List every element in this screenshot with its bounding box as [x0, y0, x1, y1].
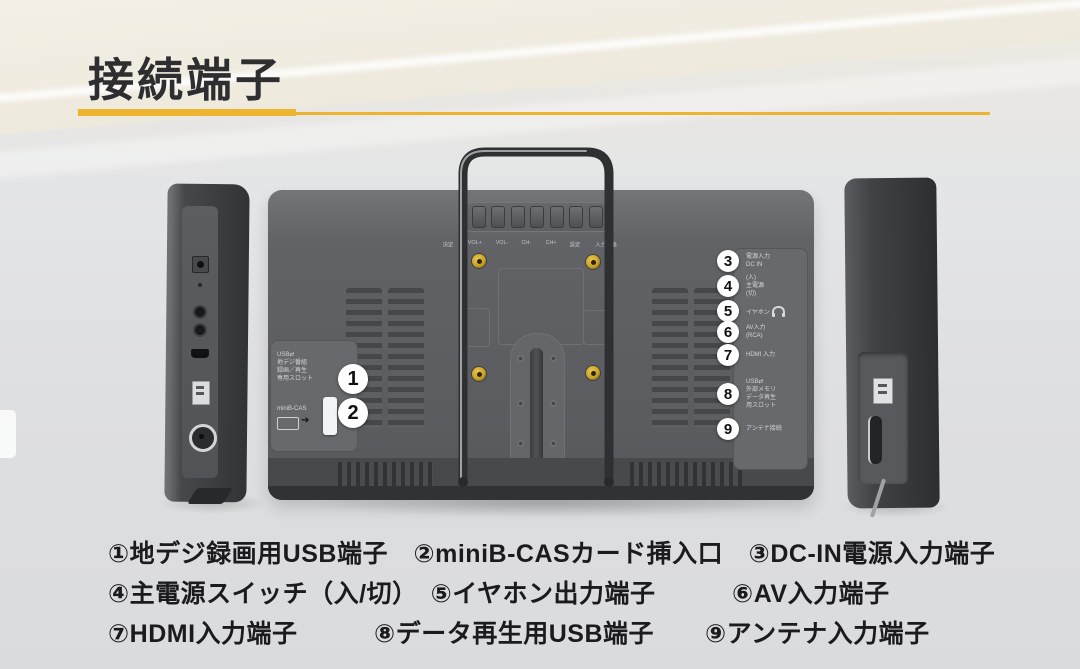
page-title: 接続端子 [88, 54, 284, 106]
callout-9: 9 [717, 418, 739, 440]
port-label: HDMI 入力 [746, 351, 775, 358]
av-in-jack-icon [195, 325, 205, 335]
callout-number: 9 [723, 420, 733, 438]
usb-port-icon [873, 378, 893, 404]
power-switch-pinhole-icon [198, 283, 202, 287]
port-label: 電源入力 DC IN [746, 253, 771, 268]
port-label: イヤホン [746, 305, 785, 317]
bcas-card-slot [323, 397, 337, 435]
screw-icon [550, 400, 557, 407]
screw-icon [517, 355, 524, 362]
title-underline-thin [296, 112, 990, 115]
button-label-chminus: CH- [521, 240, 532, 246]
left-edge-tab [0, 410, 16, 458]
bottom-edge [268, 486, 814, 500]
earphone-jack-icon [195, 307, 205, 317]
screw-icon [550, 440, 557, 447]
callout-7: 7 [717, 344, 739, 366]
left-label-panel: USB⇄ 地デジ番組 録画／再生 専用スロット miniB-CAS ➔ [270, 340, 358, 452]
screw-icon [586, 255, 600, 269]
button-label-chplus: CH+ [545, 240, 557, 246]
control-button [491, 206, 505, 228]
callout-number: 2 [347, 401, 359, 424]
button-label-input: 入力切換 [595, 243, 617, 249]
button-label-volminus: VOL- [495, 240, 509, 246]
port-label: USB⇄ 外部メモリ データ再生 用スロット [746, 379, 777, 410]
callout-number: 4 [723, 277, 733, 295]
callout-number: 3 [723, 252, 733, 270]
port-label: (入) 主電源 (切) [746, 275, 765, 298]
callout-number: 8 [723, 385, 733, 403]
card-slot-icon [868, 416, 882, 464]
legend-row-1: ①地デジ録画用USB端子 ②miniB-CASカード挿入口 ③DC-IN電源入力… [108, 540, 996, 568]
legend-row-3: ⑦HDMI入力端子 ⑧データ再生用USB端子 ⑨アンテナ入力端子 [108, 620, 930, 648]
speaker-vent-grille [652, 288, 688, 428]
bcas-card-icon [277, 417, 299, 430]
screw-icon [472, 254, 486, 268]
port-label: AV入力 (RCA) [746, 324, 766, 339]
control-button-strip [465, 202, 609, 232]
callout-3: 3 [717, 250, 739, 272]
screw-icon [517, 400, 524, 407]
port-row-antenna: 9 アンテナ接続 [717, 418, 782, 440]
minibcas-label: miniB-CAS [277, 406, 307, 412]
back-panel-seam [583, 310, 610, 345]
control-button [471, 206, 486, 228]
usb-port-icon [192, 381, 210, 405]
stand-center-rod [530, 348, 543, 470]
right-label-panel [733, 248, 808, 470]
dc-in-jack-icon [192, 256, 209, 273]
callout-number: 6 [723, 323, 733, 341]
port-label: アンテナ接続 [746, 425, 782, 432]
screw-icon [586, 366, 600, 380]
callout-number: 5 [723, 302, 733, 320]
control-button [549, 206, 564, 228]
control-button [569, 206, 583, 228]
screw-icon [550, 355, 557, 362]
antenna-connector-icon [189, 424, 217, 452]
callout-2: 2 [338, 398, 368, 428]
callout-number: 1 [347, 367, 359, 390]
button-label-enter: 決定 [442, 243, 454, 249]
callout-number: 7 [723, 346, 733, 364]
button-label-volplus: VOL+ [467, 240, 482, 246]
hdmi-port-icon [191, 349, 209, 358]
port-row-usb-media: 8 USB⇄ 外部メモリ データ再生 用スロット [717, 378, 776, 410]
bottom-vent-slats [338, 462, 434, 488]
control-button [530, 206, 544, 228]
port-label-text: イヤホン [746, 309, 770, 316]
callout-5: 5 [717, 300, 739, 322]
arrow-right-icon: ➔ [301, 415, 310, 426]
port-row-earphone: 5 イヤホン [717, 300, 785, 322]
port-row-mainpower: 4 (入) 主電源 (切) [717, 274, 764, 298]
bottom-vent-slats [630, 462, 742, 488]
control-button [510, 206, 525, 228]
callout-4: 4 [717, 275, 739, 298]
speaker-vent-grille [388, 288, 424, 428]
back-panel-seam [462, 308, 490, 347]
port-row-dc: 3 電源入力 DC IN [717, 250, 770, 272]
callout-8: 8 [717, 383, 739, 406]
left-side-port-face [182, 206, 218, 478]
callout-6: 6 [717, 321, 739, 343]
port-row-avin: 6 AV入力 (RCA) [717, 321, 766, 343]
right-side-recess-panel [858, 352, 908, 484]
button-label-setup: 設定 [569, 243, 581, 249]
legend-row-2: ④主電源スイッチ（入/切） ⑤イヤホン出力端子 ⑥AV入力端子 [108, 580, 890, 608]
control-button [588, 206, 603, 228]
control-button-labels: 決定 VOL+ VOL- CH- CH+ 設定 入力切換 [442, 240, 618, 249]
title-underline-thick [78, 109, 296, 116]
screw-icon [517, 440, 524, 447]
port-row-hdmi: 7 HDMI 入力 [717, 344, 775, 366]
headphone-icon [771, 305, 785, 317]
device-left-side-view [164, 183, 250, 504]
screw-icon [472, 367, 486, 381]
device-back-view: 決定 VOL+ VOL- CH- CH+ 設定 入力切換 [268, 190, 814, 500]
usb-slot-label: USB⇄ 地デジ番組 録画／再生 専用スロット [277, 352, 314, 383]
device-right-side-view [844, 177, 940, 518]
legend: ①地デジ録画用USB端子 ②miniB-CASカード挿入口 ③DC-IN電源入力… [108, 534, 1028, 654]
callout-1: 1 [338, 364, 368, 394]
